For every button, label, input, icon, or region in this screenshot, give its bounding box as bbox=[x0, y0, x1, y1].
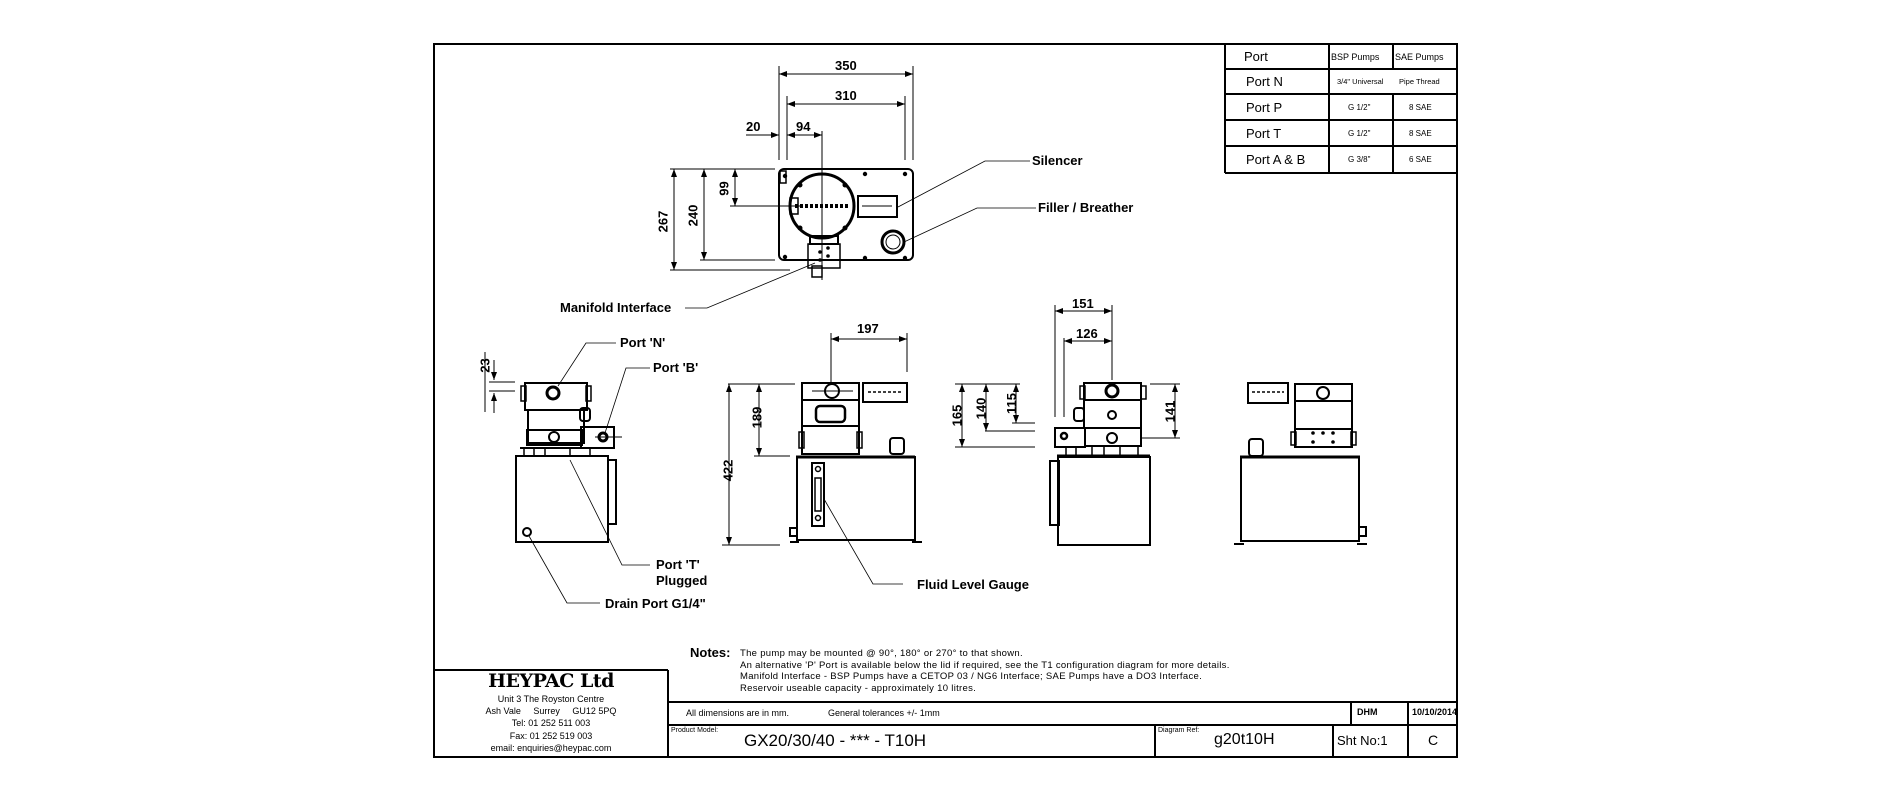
callout-drain-port: Drain Port G1/4" bbox=[605, 596, 706, 611]
rear-view bbox=[1234, 382, 1367, 545]
drawn-by: DHM bbox=[1357, 707, 1378, 717]
notes-line: The pump may be mounted @ 90°, 180° or 2… bbox=[740, 648, 1023, 659]
product-model-label: Product Model: bbox=[671, 727, 719, 734]
callout-manifold-interface: Manifold Interface bbox=[560, 300, 672, 315]
company-logo: HEYPAC Ltd bbox=[488, 670, 614, 692]
sheet-number: Sht No:1 bbox=[1337, 733, 1388, 748]
right-side-view bbox=[955, 305, 1180, 546]
callout-port-t-plugged: Plugged bbox=[656, 573, 708, 588]
company-address-2: Ash Vale Surrey GU12 5PQ bbox=[485, 706, 617, 716]
dim-189: 189 bbox=[749, 406, 765, 429]
dim-422: 422 bbox=[720, 459, 736, 482]
table-cell-sae: 8 SAE bbox=[1409, 128, 1432, 138]
dim-141: 141 bbox=[1162, 400, 1178, 423]
product-model: GX20/30/40 - *** - T10H bbox=[744, 731, 927, 750]
tolerance-note: General tolerances +/- 1mm bbox=[828, 708, 940, 718]
drawing-frame bbox=[433, 43, 1458, 758]
dim-267: 267 bbox=[655, 210, 671, 233]
dim-240: 240 bbox=[685, 204, 701, 227]
table-row-port-ab: Port A & B bbox=[1246, 152, 1306, 167]
title-block-lines bbox=[434, 669, 1457, 757]
front-view bbox=[722, 333, 922, 585]
table-cell-bsp: G 1/2" bbox=[1348, 128, 1371, 138]
table-header-bsp: BSP Pumps bbox=[1331, 51, 1380, 62]
callout-port-t: Port 'T' bbox=[656, 557, 700, 572]
table-header-sae: SAE Pumps bbox=[1395, 51, 1444, 62]
dim-310: 310 bbox=[835, 88, 857, 103]
dim-350: 350 bbox=[835, 58, 857, 73]
callout-filler-breather: Filler / Breather bbox=[1038, 200, 1134, 215]
notes-line: An alternative 'P' Port is available bel… bbox=[740, 660, 1230, 671]
dimensions-note: All dimensions are in mm. bbox=[686, 708, 790, 718]
table-cell-bsp: 3/4" Universal bbox=[1337, 77, 1384, 86]
dim-140: 140 bbox=[973, 397, 989, 420]
table-header-port: Port bbox=[1244, 49, 1268, 64]
diagram-ref-label: Diagram Ref: bbox=[1158, 727, 1200, 734]
dim-151: 151 bbox=[1072, 296, 1094, 311]
dim-197: 197 bbox=[857, 321, 879, 336]
company-tel: Tel: 01 252 511 003 bbox=[511, 718, 591, 728]
company-fax: Fax: 01 252 519 003 bbox=[509, 731, 593, 741]
table-cell-sae: 6 SAE bbox=[1409, 155, 1432, 164]
port-table bbox=[1224, 44, 1457, 174]
table-row-port-n: Port N bbox=[1246, 74, 1283, 89]
dim-20: 20 bbox=[746, 119, 761, 134]
dim-115: 115 bbox=[1003, 393, 1019, 414]
left-side-view bbox=[484, 342, 650, 604]
table-cell-sae: 8 SAE bbox=[1409, 102, 1432, 112]
callout-port-n: Port 'N' bbox=[620, 335, 666, 350]
company-address-1: Unit 3 The Royston Centre bbox=[497, 694, 605, 704]
diagram-ref: g20t10H bbox=[1214, 731, 1275, 748]
callout-port-b: Port 'B' bbox=[653, 360, 699, 375]
dim-99: 99 bbox=[716, 181, 732, 196]
notes-line: Reservoir useable capacity - approximate… bbox=[740, 683, 977, 694]
drawing-date: 10/10/2014 bbox=[1412, 707, 1458, 717]
dim-165: 165 bbox=[949, 404, 965, 427]
callout-fluid-level-gauge: Fluid Level Gauge bbox=[917, 577, 1029, 592]
company-email: email: enquiries@heypac.com bbox=[490, 743, 612, 753]
table-cell-bsp: G 3/8" bbox=[1348, 155, 1371, 164]
table-row-port-p: Port P bbox=[1246, 99, 1283, 115]
table-cell-sae: Pipe Thread bbox=[1399, 77, 1440, 86]
table-row-port-t: Port T bbox=[1246, 125, 1282, 141]
dim-94: 94 bbox=[796, 119, 811, 134]
revision: C bbox=[1427, 732, 1439, 748]
callout-silencer: Silencer bbox=[1032, 153, 1083, 168]
notes-heading: Notes: bbox=[690, 645, 731, 660]
top-view bbox=[670, 66, 1036, 309]
dim-126: 126 bbox=[1076, 326, 1098, 341]
dim-23: 23 bbox=[477, 358, 493, 373]
notes-line: Manifold Interface - BSP Pumps have a CE… bbox=[740, 671, 1203, 682]
table-cell-bsp: G 1/2" bbox=[1348, 102, 1371, 112]
